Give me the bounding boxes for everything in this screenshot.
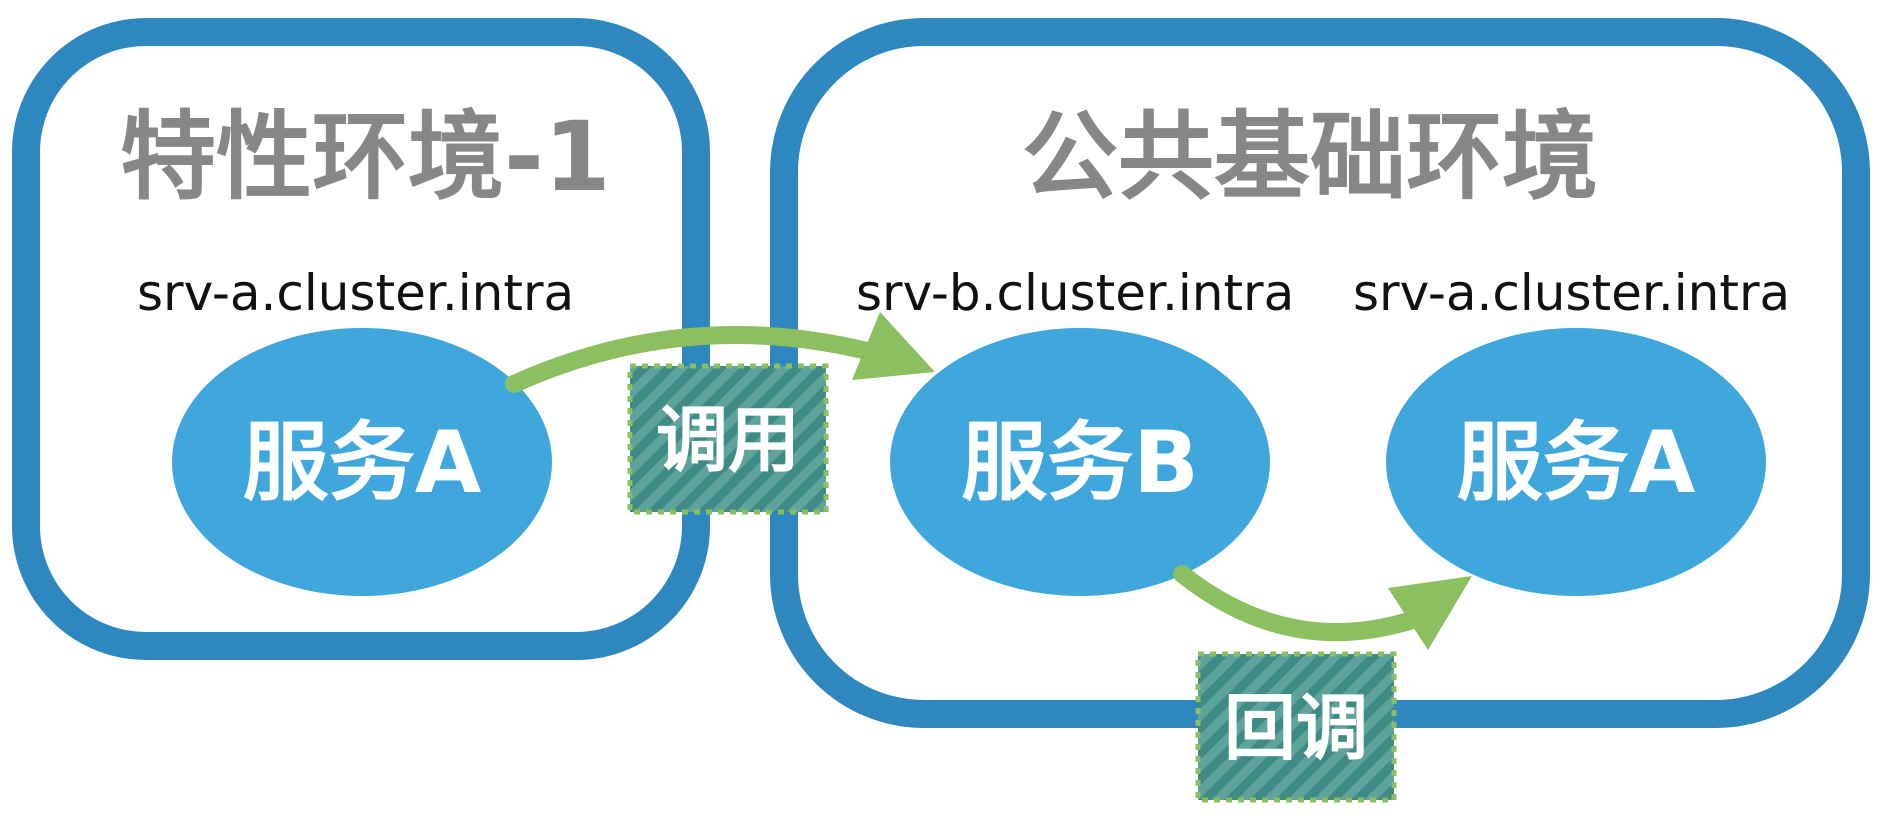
feature-service-a-label: 服务A (243, 413, 482, 513)
feature-service-a-node: 服务A (172, 328, 552, 596)
callback-label-box: 回调 (1195, 651, 1397, 803)
call-label-box: 调用 (627, 363, 829, 515)
callback-label: 回调 (1224, 686, 1368, 770)
feature-service-a-host: srv-a.cluster.intra (137, 264, 574, 322)
common-service-a-host: srv-a.cluster.intra (1353, 264, 1790, 322)
common-service-a-node: 服务A (1386, 328, 1766, 596)
common-environment-title: 公共基础环境 (1022, 101, 1598, 213)
common-service-a-ellipse (1386, 328, 1766, 596)
common-service-b-ellipse (890, 328, 1270, 596)
callback-label-background (1195, 651, 1397, 803)
call-label-background (627, 363, 829, 515)
call-arrow-head (852, 312, 935, 380)
feature-environment-title: 特性环境-1 (120, 101, 611, 213)
callback-arrow-line (1173, 565, 1449, 642)
common-service-a-label: 服务A (1457, 413, 1696, 513)
common-service-b-host: srv-b.cluster.intra (856, 264, 1294, 322)
feature-service-a-ellipse (172, 328, 552, 596)
call-arrow (505, 312, 935, 393)
callback-arrow-head (1388, 576, 1472, 650)
common-service-b-node: 服务B (890, 328, 1270, 596)
call-label: 调用 (656, 398, 800, 482)
common-service-b-label: 服务B (961, 413, 1199, 513)
call-arrow-line (505, 326, 909, 393)
callback-arrow (1173, 565, 1472, 650)
